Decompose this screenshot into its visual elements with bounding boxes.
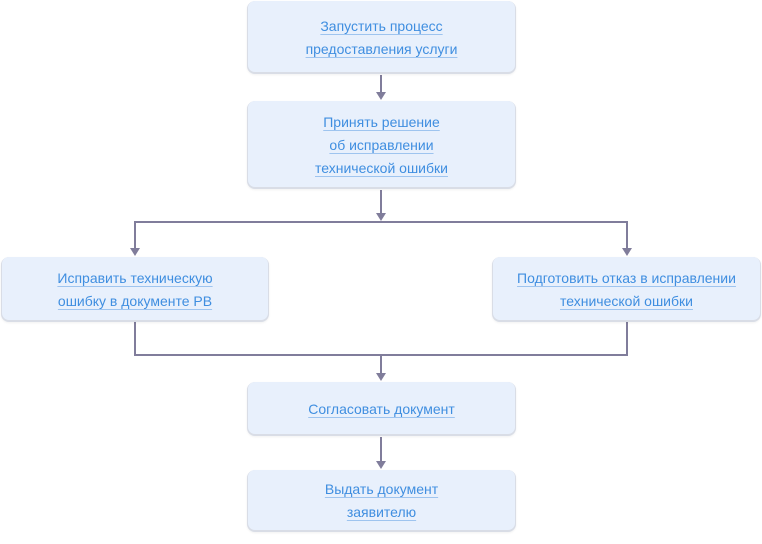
node-issue-line-2: заявителю bbox=[346, 504, 417, 520]
arrowhead-icon bbox=[130, 248, 140, 256]
arrowhead-icon bbox=[376, 213, 386, 221]
node-approve: Согласовать документ bbox=[247, 382, 516, 436]
connector-merge-approve bbox=[380, 354, 382, 374]
node-fix: Исправить техническую ошибку в документе… bbox=[1, 257, 269, 322]
node-decide-link[interactable]: Принять решение об исправлении техническ… bbox=[315, 111, 448, 180]
node-refuse: Подготовить отказ в исправлении техничес… bbox=[492, 257, 761, 322]
connector-refuse-merge bbox=[626, 322, 628, 356]
node-fix-link[interactable]: Исправить техническую ошибку в документе… bbox=[57, 267, 212, 313]
node-issue-line-1: Выдать документ bbox=[324, 481, 439, 497]
node-issue: Выдать документ заявителю bbox=[247, 470, 516, 532]
arrowhead-icon bbox=[376, 373, 386, 381]
node-fix-line-2: ошибку в документе РВ bbox=[57, 292, 213, 309]
node-decide-line-2: об исправлении bbox=[329, 136, 434, 153]
node-decide-line-3: технической ошибки bbox=[315, 159, 448, 176]
node-issue-link[interactable]: Выдать документ заявителю bbox=[325, 478, 438, 524]
connector-start-decide bbox=[380, 75, 382, 93]
node-decide-line-1: Принять решение bbox=[323, 113, 440, 130]
arrowhead-icon bbox=[622, 248, 632, 256]
connector-approve-issue bbox=[380, 437, 382, 462]
node-refuse-line-1: Подготовить отказ в исправлении bbox=[517, 269, 736, 286]
connector-split-horizontal bbox=[134, 221, 628, 223]
node-start-line-1: Запустить процесс bbox=[320, 17, 443, 34]
arrowhead-icon bbox=[376, 92, 386, 100]
node-refuse-line-2: технической ошибки bbox=[560, 292, 693, 309]
node-approve-link[interactable]: Согласовать документ bbox=[308, 398, 455, 421]
node-decide: Принять решение об исправлении техническ… bbox=[247, 101, 516, 189]
node-approve-line-1: Согласовать документ bbox=[308, 400, 455, 417]
connector-split-to-refuse bbox=[626, 221, 628, 249]
node-refuse-link[interactable]: Подготовить отказ в исправлении техничес… bbox=[517, 267, 736, 313]
connector-fix-merge bbox=[134, 322, 136, 356]
node-start-link[interactable]: Запустить процесс предоставления услуги bbox=[306, 15, 458, 61]
node-fix-line-1: Исправить техническую bbox=[57, 269, 213, 286]
node-start-line-2: предоставления услуги bbox=[305, 40, 458, 57]
arrowhead-icon bbox=[376, 461, 386, 469]
connector-split-to-fix bbox=[134, 221, 136, 249]
connector-decide-split bbox=[380, 190, 382, 214]
node-start: Запустить процесс предоставления услуги bbox=[247, 1, 516, 74]
